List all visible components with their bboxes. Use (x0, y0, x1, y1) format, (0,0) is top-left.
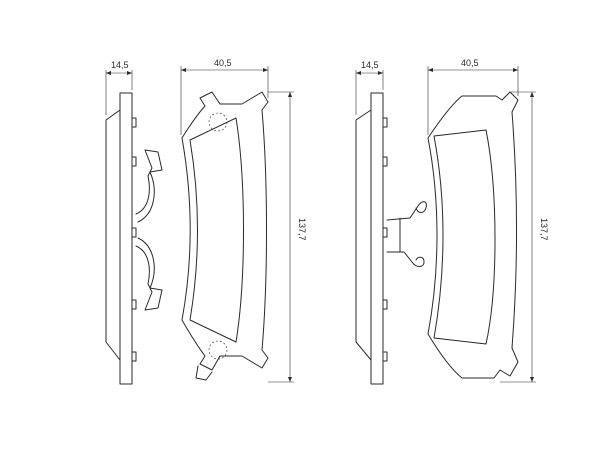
right-lug-4 (382, 299, 388, 310)
left-width-dimension: 40,5 (180, 58, 269, 135)
right-lug-1 (382, 117, 388, 128)
right-pad-outline (427, 91, 519, 379)
left-pad-tab-bottom (195, 365, 213, 381)
left-side-view (105, 92, 137, 385)
left-rivet-top (208, 112, 228, 132)
right-height-dimension: 137,7 (500, 91, 549, 383)
right-pad-lining-face (433, 129, 496, 345)
right-friction-lining (355, 109, 372, 361)
left-thickness-label: 14,5 (111, 60, 129, 70)
left-lug-4 (131, 299, 137, 310)
right-height-label: 137,7 (539, 218, 549, 241)
right-pad-front-view (427, 91, 519, 379)
left-rivet-bottom (208, 340, 228, 360)
left-spring-clip (135, 149, 163, 311)
right-pad-set: 14,5 40,5 137,7 (355, 58, 549, 385)
right-thickness-label: 14,5 (361, 60, 379, 70)
left-height-label: 137,7 (297, 218, 307, 241)
left-pad-front-view (181, 91, 269, 381)
left-lug-3 (131, 227, 137, 238)
right-lug-3 (382, 227, 388, 238)
left-height-dimension: 137,7 (268, 91, 307, 383)
right-wire-spring (386, 201, 427, 267)
left-lug-2 (131, 156, 137, 167)
left-pad-lining-face (189, 117, 244, 343)
right-width-dimension: 40,5 (427, 58, 519, 135)
left-pad-outline (181, 91, 269, 371)
right-side-view (355, 92, 388, 385)
right-lug-5 (382, 351, 388, 362)
right-lug-2 (382, 156, 388, 167)
left-backing-plate (119, 92, 133, 385)
left-friction-lining (105, 109, 121, 361)
right-width-label: 40,5 (461, 58, 479, 68)
left-width-label: 40,5 (214, 58, 232, 68)
right-backing-plate (370, 92, 384, 385)
right-thickness-dimension: 14,5 (355, 60, 384, 115)
left-thickness-dimension: 14,5 (105, 60, 133, 115)
left-pad-set: 14,5 40,5 137,7 (105, 58, 307, 385)
left-lug-1 (131, 117, 137, 128)
left-lug-5 (131, 351, 137, 362)
